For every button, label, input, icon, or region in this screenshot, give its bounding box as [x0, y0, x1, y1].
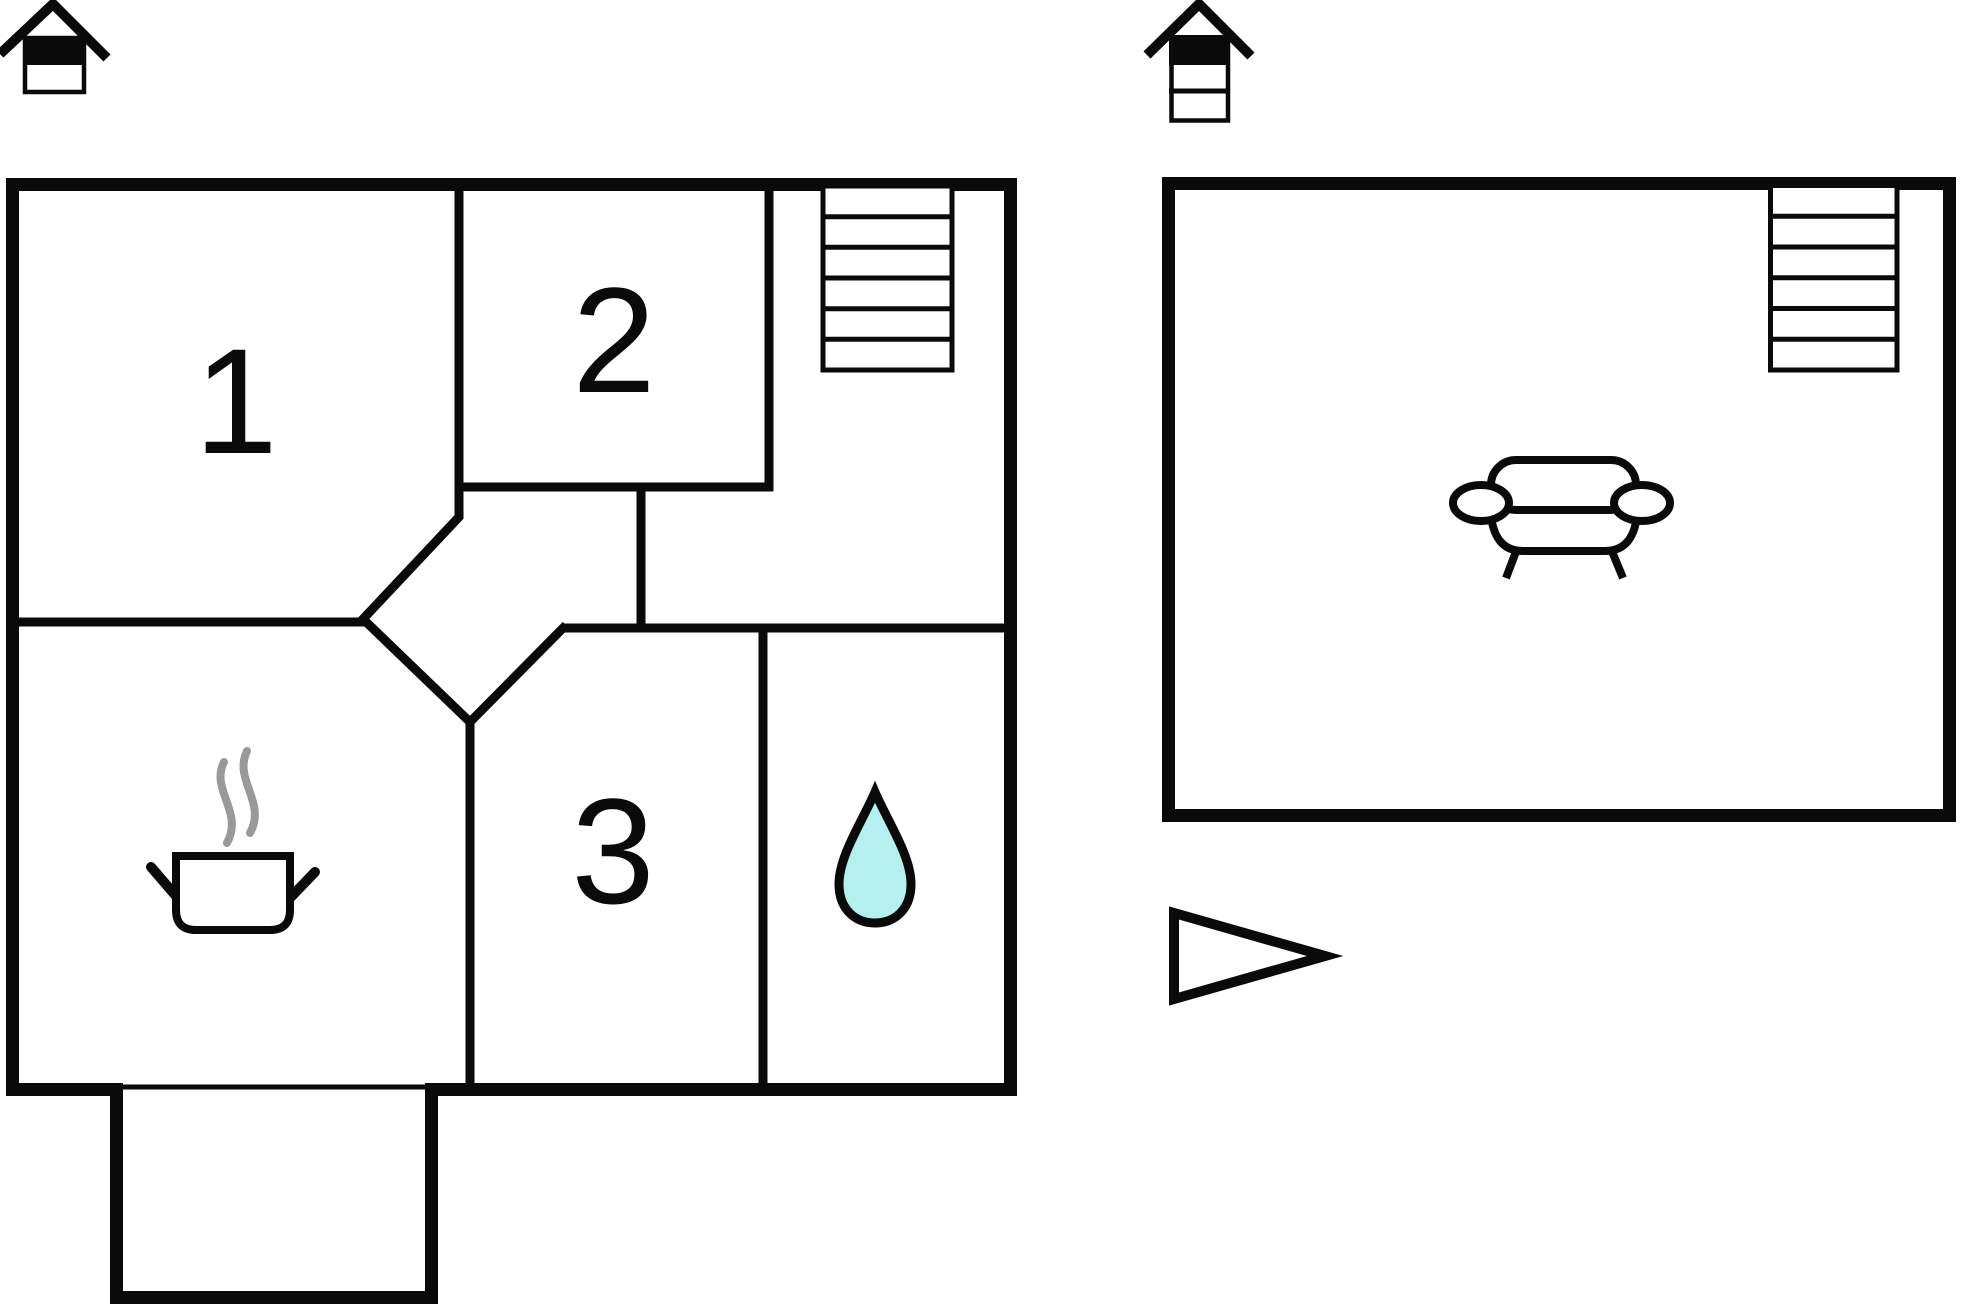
next-floor-arrow-icon	[1169, 906, 1344, 1006]
sofa-armrest-right	[1610, 481, 1674, 525]
porch-wall	[110, 1083, 438, 1304]
filled-storey-band	[23, 36, 86, 65]
roof-line	[0, 0, 111, 62]
pot-handle-right	[285, 867, 320, 903]
cooking-pot-icon	[146, 747, 320, 934]
roof-line	[1143, 0, 1255, 60]
steam-wave-icon	[239, 747, 259, 837]
pot-body	[172, 852, 294, 934]
staircase-icon-left	[820, 183, 955, 373]
steam-wave-icon	[216, 758, 236, 847]
filled-storey-band	[1169, 35, 1230, 65]
water-drop-icon	[834, 780, 916, 928]
storey-indicator-icon-right	[1143, 0, 1255, 123]
sofa-icon	[1449, 456, 1674, 580]
room-2-label: 2	[572, 256, 655, 424]
right-floor-plan	[1162, 177, 1956, 822]
room-1-label: 1	[194, 317, 277, 485]
pot-handle-left	[146, 862, 181, 901]
sofa-armrest-left	[1449, 481, 1513, 525]
left-floor-plan: 1 2 3	[6, 178, 1017, 1304]
room-3-label: 3	[571, 767, 654, 935]
staircase-icon-right	[1768, 183, 1900, 373]
interior-wall-room3-diagonal	[465, 621, 570, 727]
storey-indicator-icon-left	[0, 0, 111, 95]
